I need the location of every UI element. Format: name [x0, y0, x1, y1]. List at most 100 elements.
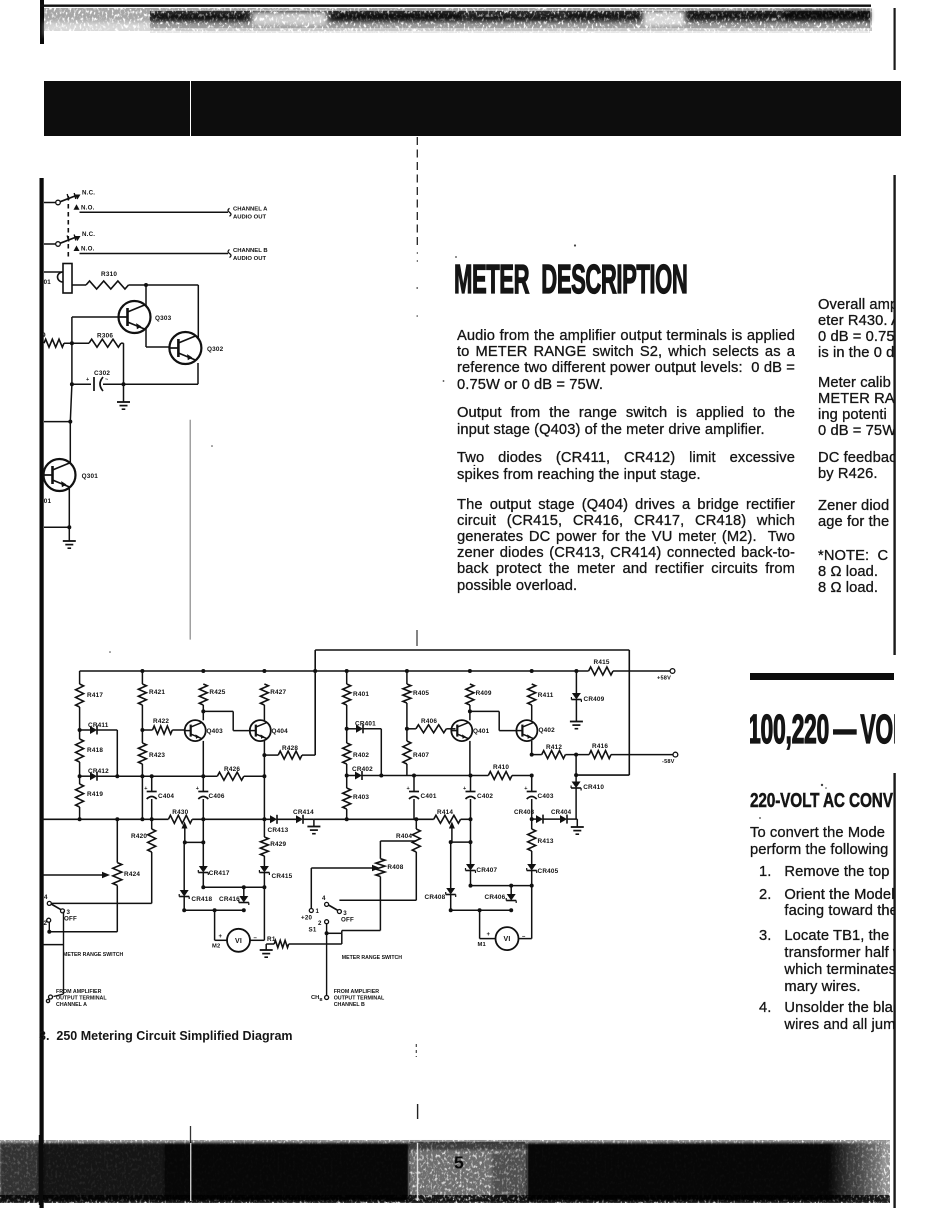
svg-text:R429: R429	[270, 841, 286, 848]
svg-text:CR415: CR415	[272, 873, 293, 880]
svg-text:+: +	[196, 786, 199, 792]
svg-text:AUDIO OUT: AUDIO OUT	[233, 215, 266, 221]
svg-text:R402: R402	[353, 752, 369, 759]
svg-text:OUTPUT TERMINAL: OUTPUT TERMINAL	[56, 996, 107, 1002]
svg-text:~: ~	[105, 377, 108, 383]
svg-text:R425: R425	[209, 689, 225, 696]
svg-text:R413: R413	[538, 838, 554, 845]
svg-text:R1: R1	[267, 936, 276, 943]
svg-text:N.C.: N.C.	[82, 190, 95, 197]
svg-text:R407: R407	[413, 752, 429, 759]
svg-text:R430: R430	[172, 809, 188, 816]
svg-text:Q303: Q303	[155, 315, 172, 322]
svg-text:OUTPUT TERMINAL: OUTPUT TERMINAL	[334, 996, 385, 1002]
svg-text:R420: R420	[131, 833, 147, 840]
svg-text:B: B	[320, 997, 323, 1002]
svg-text:C404: C404	[158, 793, 174, 800]
svg-text:N.C.: N.C.	[82, 231, 95, 238]
svg-text:CR404: CR404	[551, 809, 572, 816]
svg-text:301: 301	[40, 498, 52, 505]
svg-text:C401: C401	[421, 793, 437, 800]
svg-text:CR409: CR409	[584, 696, 605, 703]
svg-text:Q301: Q301	[82, 473, 99, 480]
svg-text:OFF: OFF	[64, 916, 77, 923]
svg-text:CR405: CR405	[538, 868, 559, 875]
svg-text:R406: R406	[421, 718, 437, 725]
svg-text:FROM AMPLIFIER: FROM AMPLIFIER	[334, 989, 380, 995]
svg-text:CHANNEL B: CHANNEL B	[334, 1002, 365, 1008]
svg-text:METER RANGE SWITCH: METER RANGE SWITCH	[342, 955, 402, 961]
svg-text:CR417: CR417	[209, 870, 230, 877]
svg-text:+: +	[524, 786, 527, 792]
svg-text:+: +	[407, 786, 410, 792]
svg-text:CR410: CR410	[583, 784, 604, 791]
svg-text:R403: R403	[353, 794, 369, 801]
svg-text:2: 2	[318, 920, 322, 927]
svg-text:N.O.: N.O.	[81, 205, 95, 212]
svg-text:Q402: Q402	[539, 727, 556, 734]
svg-text:FROM AMPLIFIER: FROM AMPLIFIER	[56, 989, 102, 995]
svg-text:R408: R408	[387, 864, 403, 871]
svg-text:+: +	[219, 934, 223, 940]
svg-text:+: +	[463, 786, 466, 792]
svg-text:CR408: CR408	[425, 894, 446, 901]
svg-text:CR414: CR414	[293, 809, 314, 816]
svg-text:CHANNEL A: CHANNEL A	[233, 207, 268, 213]
svg-text:2: 2	[44, 920, 48, 927]
svg-text:3: 3	[67, 909, 71, 916]
svg-text:Q401: Q401	[473, 728, 490, 735]
svg-text:C402: C402	[477, 793, 493, 800]
svg-text:R310: R310	[101, 271, 117, 278]
svg-text:Q302: Q302	[207, 346, 224, 353]
svg-text:301: 301	[40, 279, 51, 286]
svg-text:R426: R426	[224, 766, 240, 773]
svg-text:R415: R415	[594, 659, 610, 666]
svg-text:–: –	[522, 934, 526, 940]
svg-text:R411: R411	[538, 692, 554, 699]
svg-text:R414: R414	[437, 809, 453, 816]
svg-text:Q403: Q403	[207, 728, 224, 735]
svg-text:R419: R419	[87, 791, 103, 798]
svg-text:CR418: CR418	[191, 896, 212, 903]
svg-text:N.O.: N.O.	[81, 246, 95, 253]
svg-text:-58V: -58V	[662, 759, 675, 765]
svg-text:C302: C302	[94, 370, 110, 377]
svg-text:CR411: CR411	[88, 722, 109, 729]
svg-text:CHANNEL B: CHANNEL B	[233, 248, 268, 254]
svg-text:CH: CH	[311, 995, 319, 1001]
svg-text:METER RANGE SWITCH: METER RANGE SWITCH	[63, 952, 123, 958]
svg-text:R427: R427	[270, 689, 286, 696]
svg-text:+: +	[86, 377, 89, 383]
svg-text:5: 5	[454, 1153, 464, 1173]
svg-text:CR402: CR402	[352, 766, 373, 773]
svg-text:OFF: OFF	[341, 917, 354, 924]
svg-text:CR401: CR401	[355, 721, 376, 728]
svg-text:+20: +20	[301, 915, 312, 922]
svg-text:CR412: CR412	[88, 768, 109, 775]
svg-text:R410: R410	[493, 764, 509, 771]
svg-text:R417: R417	[87, 692, 103, 699]
svg-text:CR406: CR406	[485, 894, 506, 901]
svg-text:R418: R418	[87, 747, 103, 754]
svg-text:R428: R428	[282, 745, 298, 752]
svg-text:VI: VI	[235, 938, 242, 945]
svg-text:3: 3	[343, 910, 347, 917]
svg-text:CR413: CR413	[268, 827, 289, 834]
svg-text:M2: M2	[212, 944, 220, 950]
svg-text:R421: R421	[149, 689, 165, 696]
svg-text:R416: R416	[592, 743, 608, 750]
svg-text:4: 4	[322, 895, 326, 902]
svg-text:CR407: CR407	[476, 867, 497, 874]
svg-text:CHANNEL A: CHANNEL A	[56, 1002, 87, 1008]
svg-text:R424: R424	[124, 871, 140, 878]
svg-text:CR403: CR403	[514, 809, 535, 816]
svg-text:–: –	[254, 936, 258, 942]
svg-text:R306: R306	[97, 333, 113, 340]
svg-text:S1: S1	[309, 927, 317, 934]
svg-text:R412: R412	[546, 744, 562, 751]
svg-text:4: 4	[44, 894, 48, 901]
svg-text:+: +	[487, 932, 491, 938]
svg-text:R423: R423	[149, 752, 165, 759]
svg-text:C406: C406	[209, 793, 225, 800]
svg-text:+: +	[144, 786, 147, 792]
